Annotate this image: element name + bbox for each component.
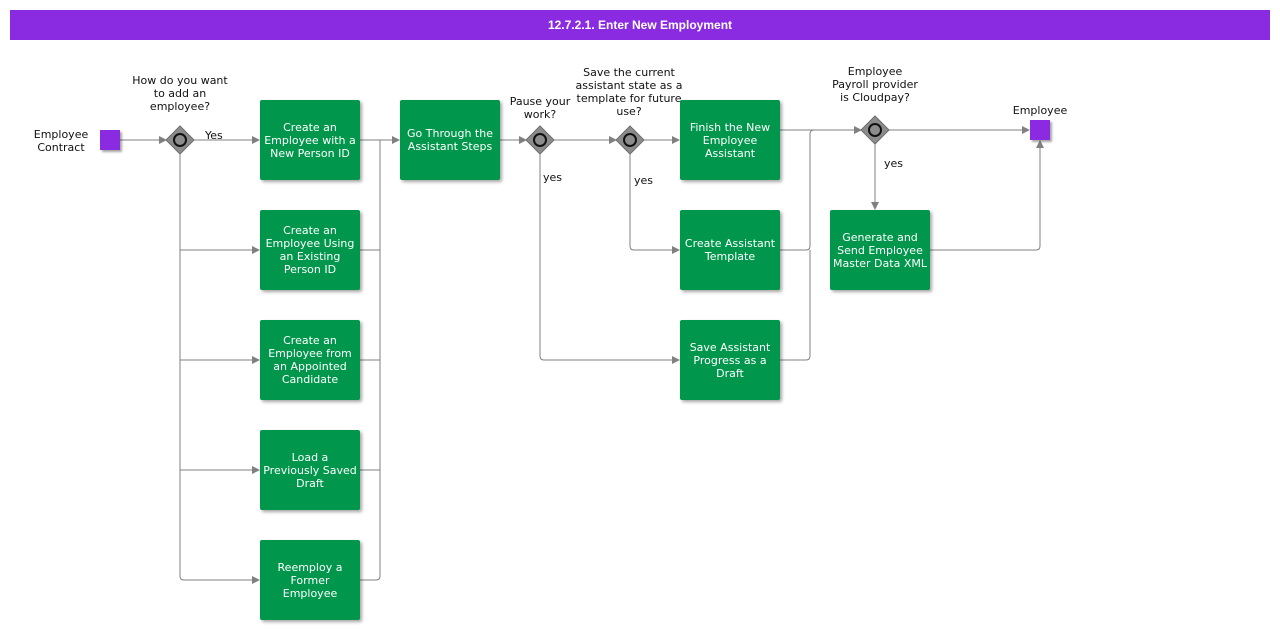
flow-label-yes-how: Yes (205, 129, 223, 142)
flow-template-yes (629, 154, 680, 254)
task-load-draft[interactable]: Load a Previously Saved Draft (260, 430, 360, 510)
task-save-draft[interactable]: Save Assistant Progress as a Draft (680, 320, 780, 400)
flow-label-yes-template: yes (634, 174, 654, 187)
flow-label-yes-payroll: yes (884, 157, 904, 170)
gateway-how-add-label: How do you want to add an employee? (132, 74, 228, 113)
gateway-pause[interactable] (525, 125, 555, 155)
task-appointed-candidate[interactable]: Create an Employee from an Appointed Can… (260, 320, 360, 400)
flow-gateway-branch (179, 154, 260, 584)
gateway-payroll[interactable] (860, 115, 890, 145)
gateway-payroll-label: Employee Payroll provider is Cloudpay? (832, 65, 918, 104)
diagram-title: 12.7.2.1. Enter New Employment (10, 10, 1270, 40)
task-reemploy[interactable]: Reemploy a Former Employee (260, 540, 360, 620)
flow-xml-to-end (930, 140, 1044, 251)
gateway-save-template[interactable] (615, 125, 645, 155)
task-finish-assistant[interactable]: Finish the New Employee Assistant (680, 100, 780, 180)
flow-label-yes-pause: yes (543, 171, 563, 184)
task-create-template[interactable]: Create Assistant Template (680, 210, 780, 290)
gateway-how-add[interactable] (165, 125, 195, 155)
flow-merge (360, 139, 381, 581)
end-event[interactable] (1030, 120, 1050, 140)
start-event-label: Employee Contract (33, 128, 89, 154)
gateway-save-template-label: Save the current assistant state as a te… (575, 66, 683, 118)
task-existing-person[interactable]: Create an Employee Using an Existing Per… (260, 210, 360, 290)
task-assistant-steps[interactable]: Go Through the Assistant Steps (400, 100, 500, 180)
flow-template-to-payroll (780, 129, 815, 251)
end-event-label: Employee (1012, 104, 1068, 117)
task-new-person[interactable]: Create an Employee with a New Person ID (260, 100, 360, 180)
flow-pause-yes (539, 154, 680, 364)
task-generate-xml[interactable]: Generate and Send Employee Master Data X… (830, 210, 930, 290)
gateway-pause-label: Pause your work? (509, 95, 571, 121)
flow-draft-to-payroll (780, 250, 811, 361)
start-event[interactable] (100, 130, 120, 150)
